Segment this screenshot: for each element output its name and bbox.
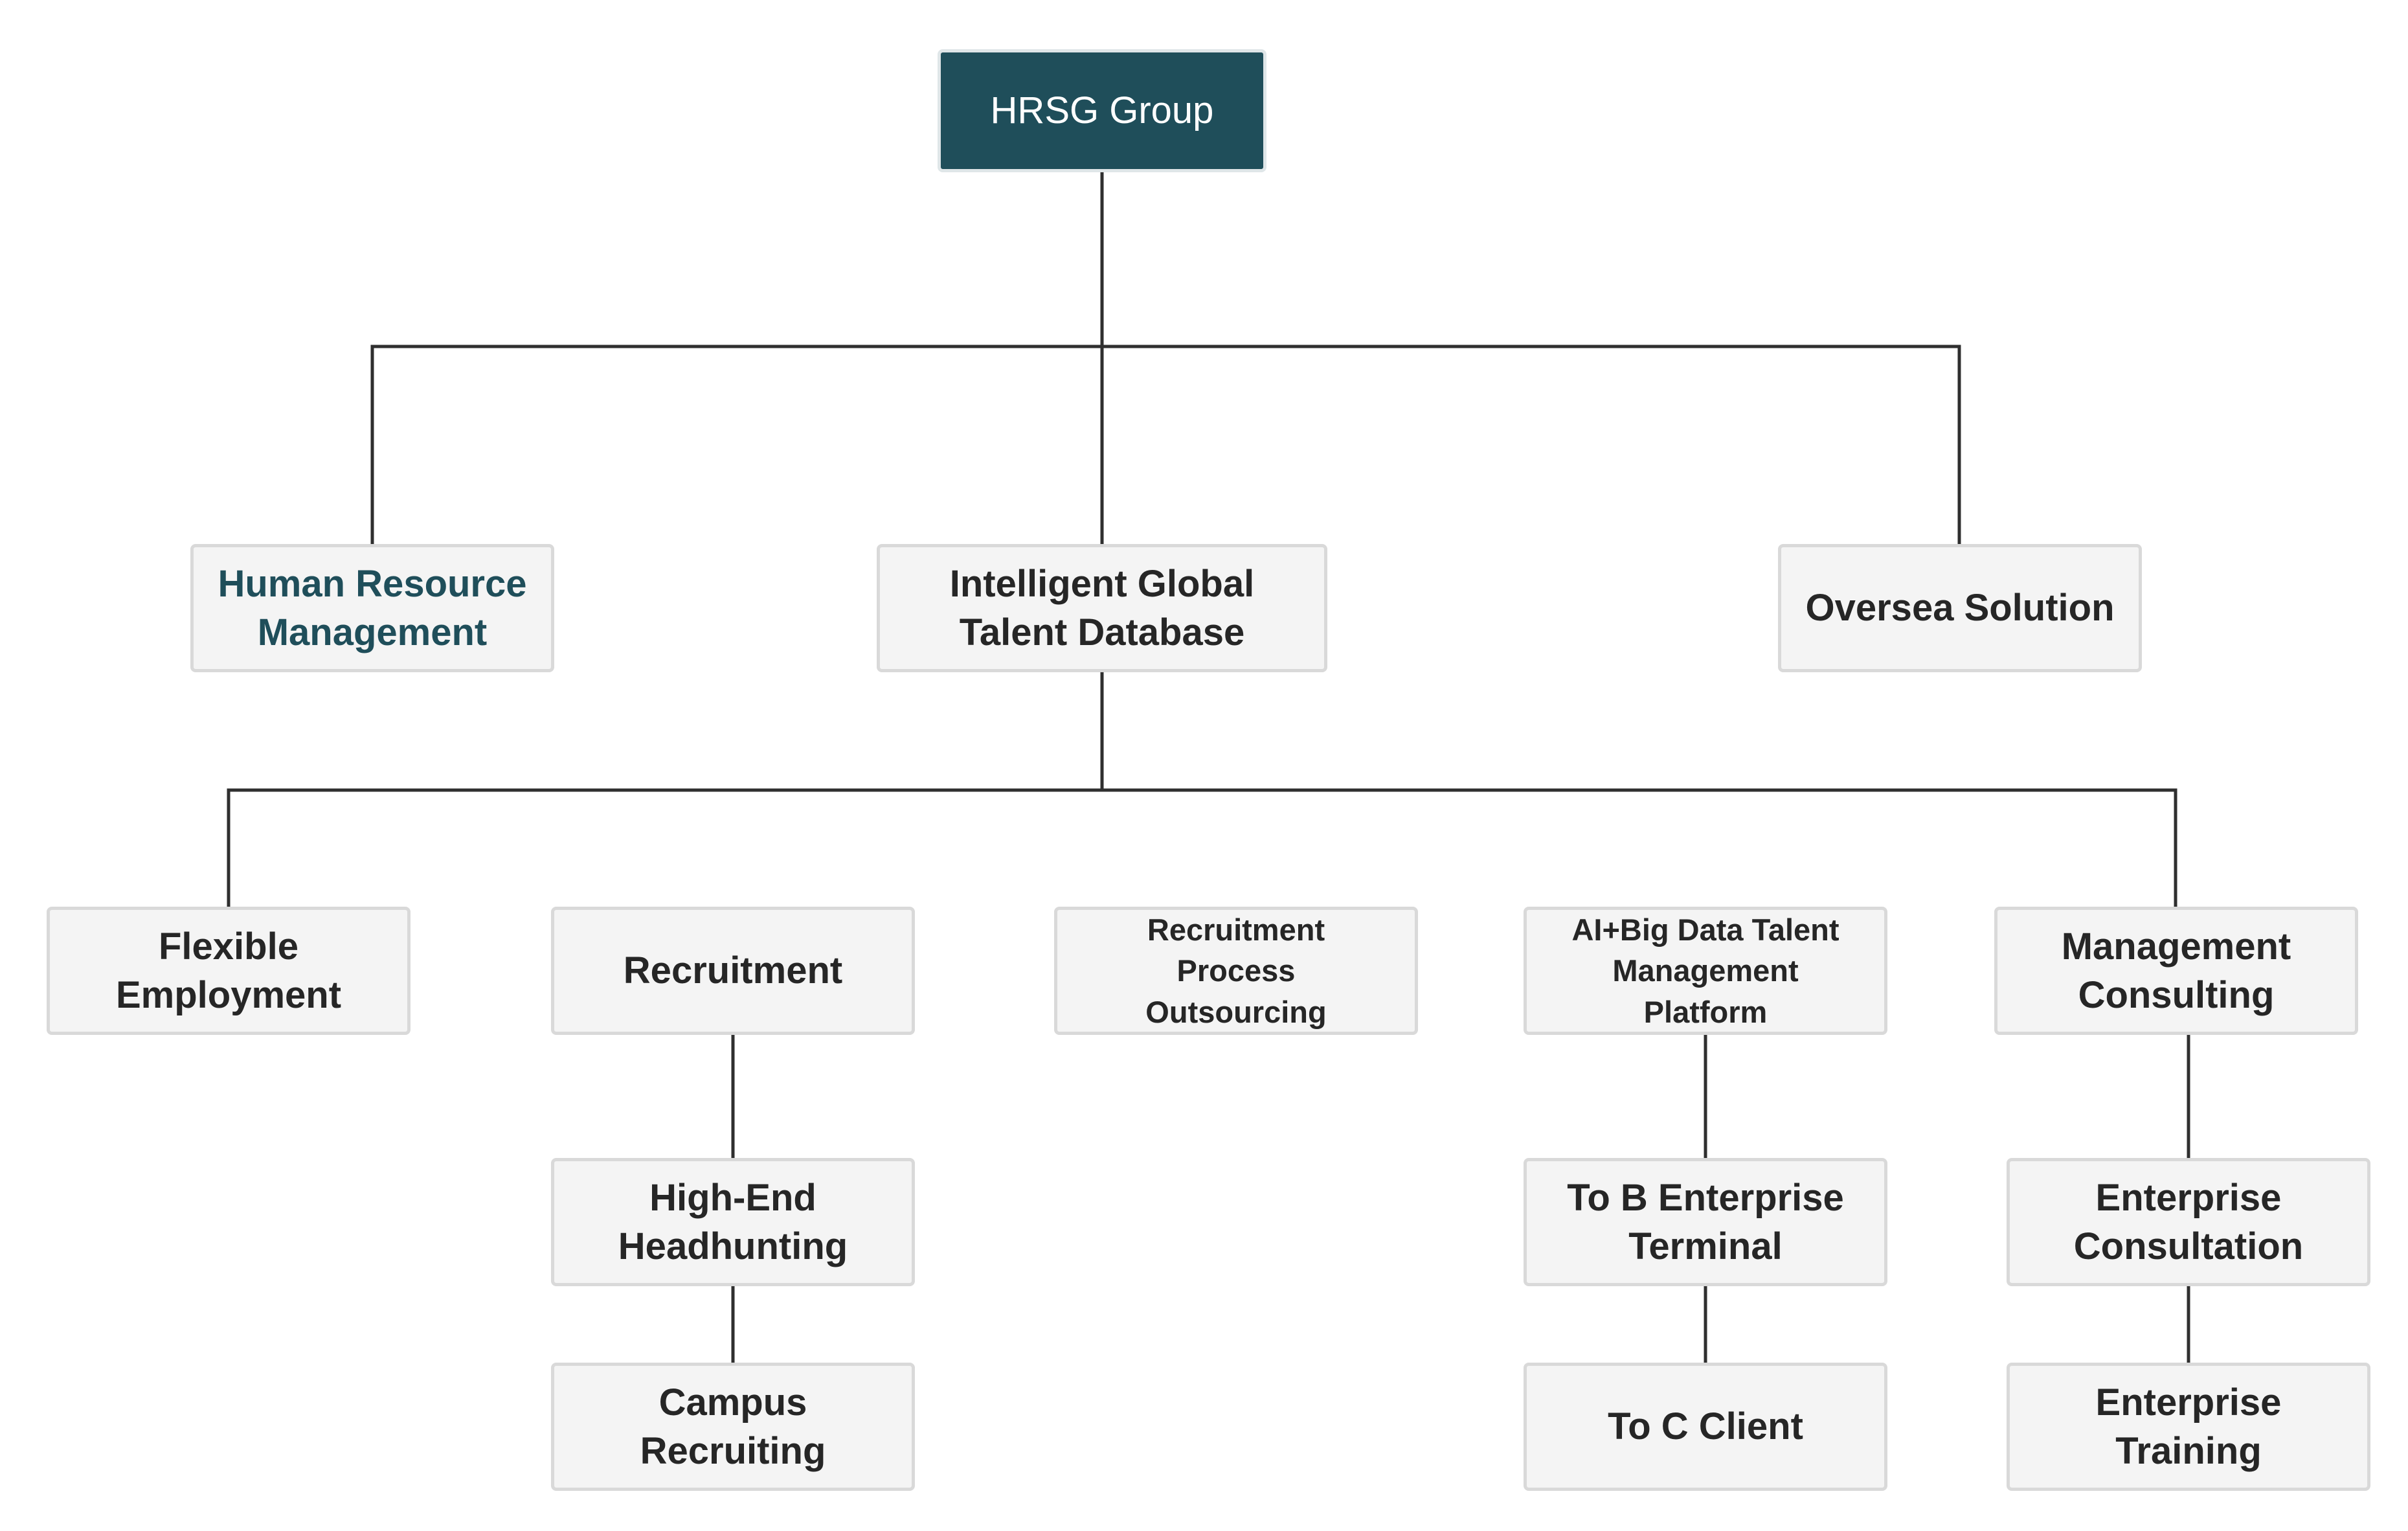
root-node-hrsg-group[interactable]: HRSG Group bbox=[938, 49, 1266, 172]
node-enterprise-training[interactable]: Enterprise Training bbox=[2007, 1363, 2370, 1491]
node-high-end-headhunting[interactable]: High-End Headhunting bbox=[551, 1158, 915, 1286]
node-campus-recruiting[interactable]: Campus Recruiting bbox=[551, 1363, 915, 1491]
node-intelligent-global-talent-database[interactable]: Intelligent Global Talent Database bbox=[877, 544, 1327, 672]
node-label: Recruitment bbox=[623, 949, 843, 992]
node-label: Oversea Solution bbox=[1805, 587, 2115, 629]
node-enterprise-consultation[interactable]: Enterprise Consultation bbox=[2007, 1158, 2370, 1286]
node-label: To B Enterprise Terminal bbox=[1567, 1176, 1844, 1267]
node-label: Human Resource Management bbox=[218, 562, 527, 653]
node-label: Flexible Employment bbox=[115, 925, 342, 1016]
node-label: Enterprise Consultation bbox=[2073, 1176, 2304, 1267]
node-human-resource-management[interactable]: Human Resource Management bbox=[190, 544, 554, 672]
node-label: Intelligent Global Talent Database bbox=[949, 562, 1255, 653]
node-label: AI+Big Data Talent Management Platform bbox=[1571, 912, 1840, 1029]
node-oversea-solution[interactable]: Oversea Solution bbox=[1778, 544, 2142, 672]
node-label: Recruitment Process Outsourcing bbox=[1145, 912, 1327, 1029]
node-management-consulting[interactable]: Management Consulting bbox=[1994, 907, 2358, 1035]
node-label: Enterprise Training bbox=[2095, 1381, 2282, 1472]
root-node-label: HRSG Group bbox=[990, 89, 1214, 132]
node-flexible-employment[interactable]: Flexible Employment bbox=[47, 907, 411, 1035]
node-recruitment-process-outsourcing[interactable]: Recruitment Process Outsourcing bbox=[1054, 907, 1418, 1035]
node-recruitment[interactable]: Recruitment bbox=[551, 907, 915, 1035]
node-to-c-client[interactable]: To C Client bbox=[1524, 1363, 1887, 1491]
connector-database-to-level2 bbox=[227, 670, 2177, 910]
node-label: Management Consulting bbox=[2061, 925, 2291, 1016]
node-label: To C Client bbox=[1608, 1405, 1803, 1448]
connector-root-to-level1 bbox=[370, 170, 1961, 547]
node-to-b-enterprise-terminal[interactable]: To B Enterprise Terminal bbox=[1524, 1158, 1887, 1286]
node-label: Campus Recruiting bbox=[640, 1381, 826, 1472]
node-ai-big-data-talent-management-platform[interactable]: AI+Big Data Talent Management Platform bbox=[1524, 907, 1887, 1035]
node-label: High-End Headhunting bbox=[618, 1176, 848, 1267]
